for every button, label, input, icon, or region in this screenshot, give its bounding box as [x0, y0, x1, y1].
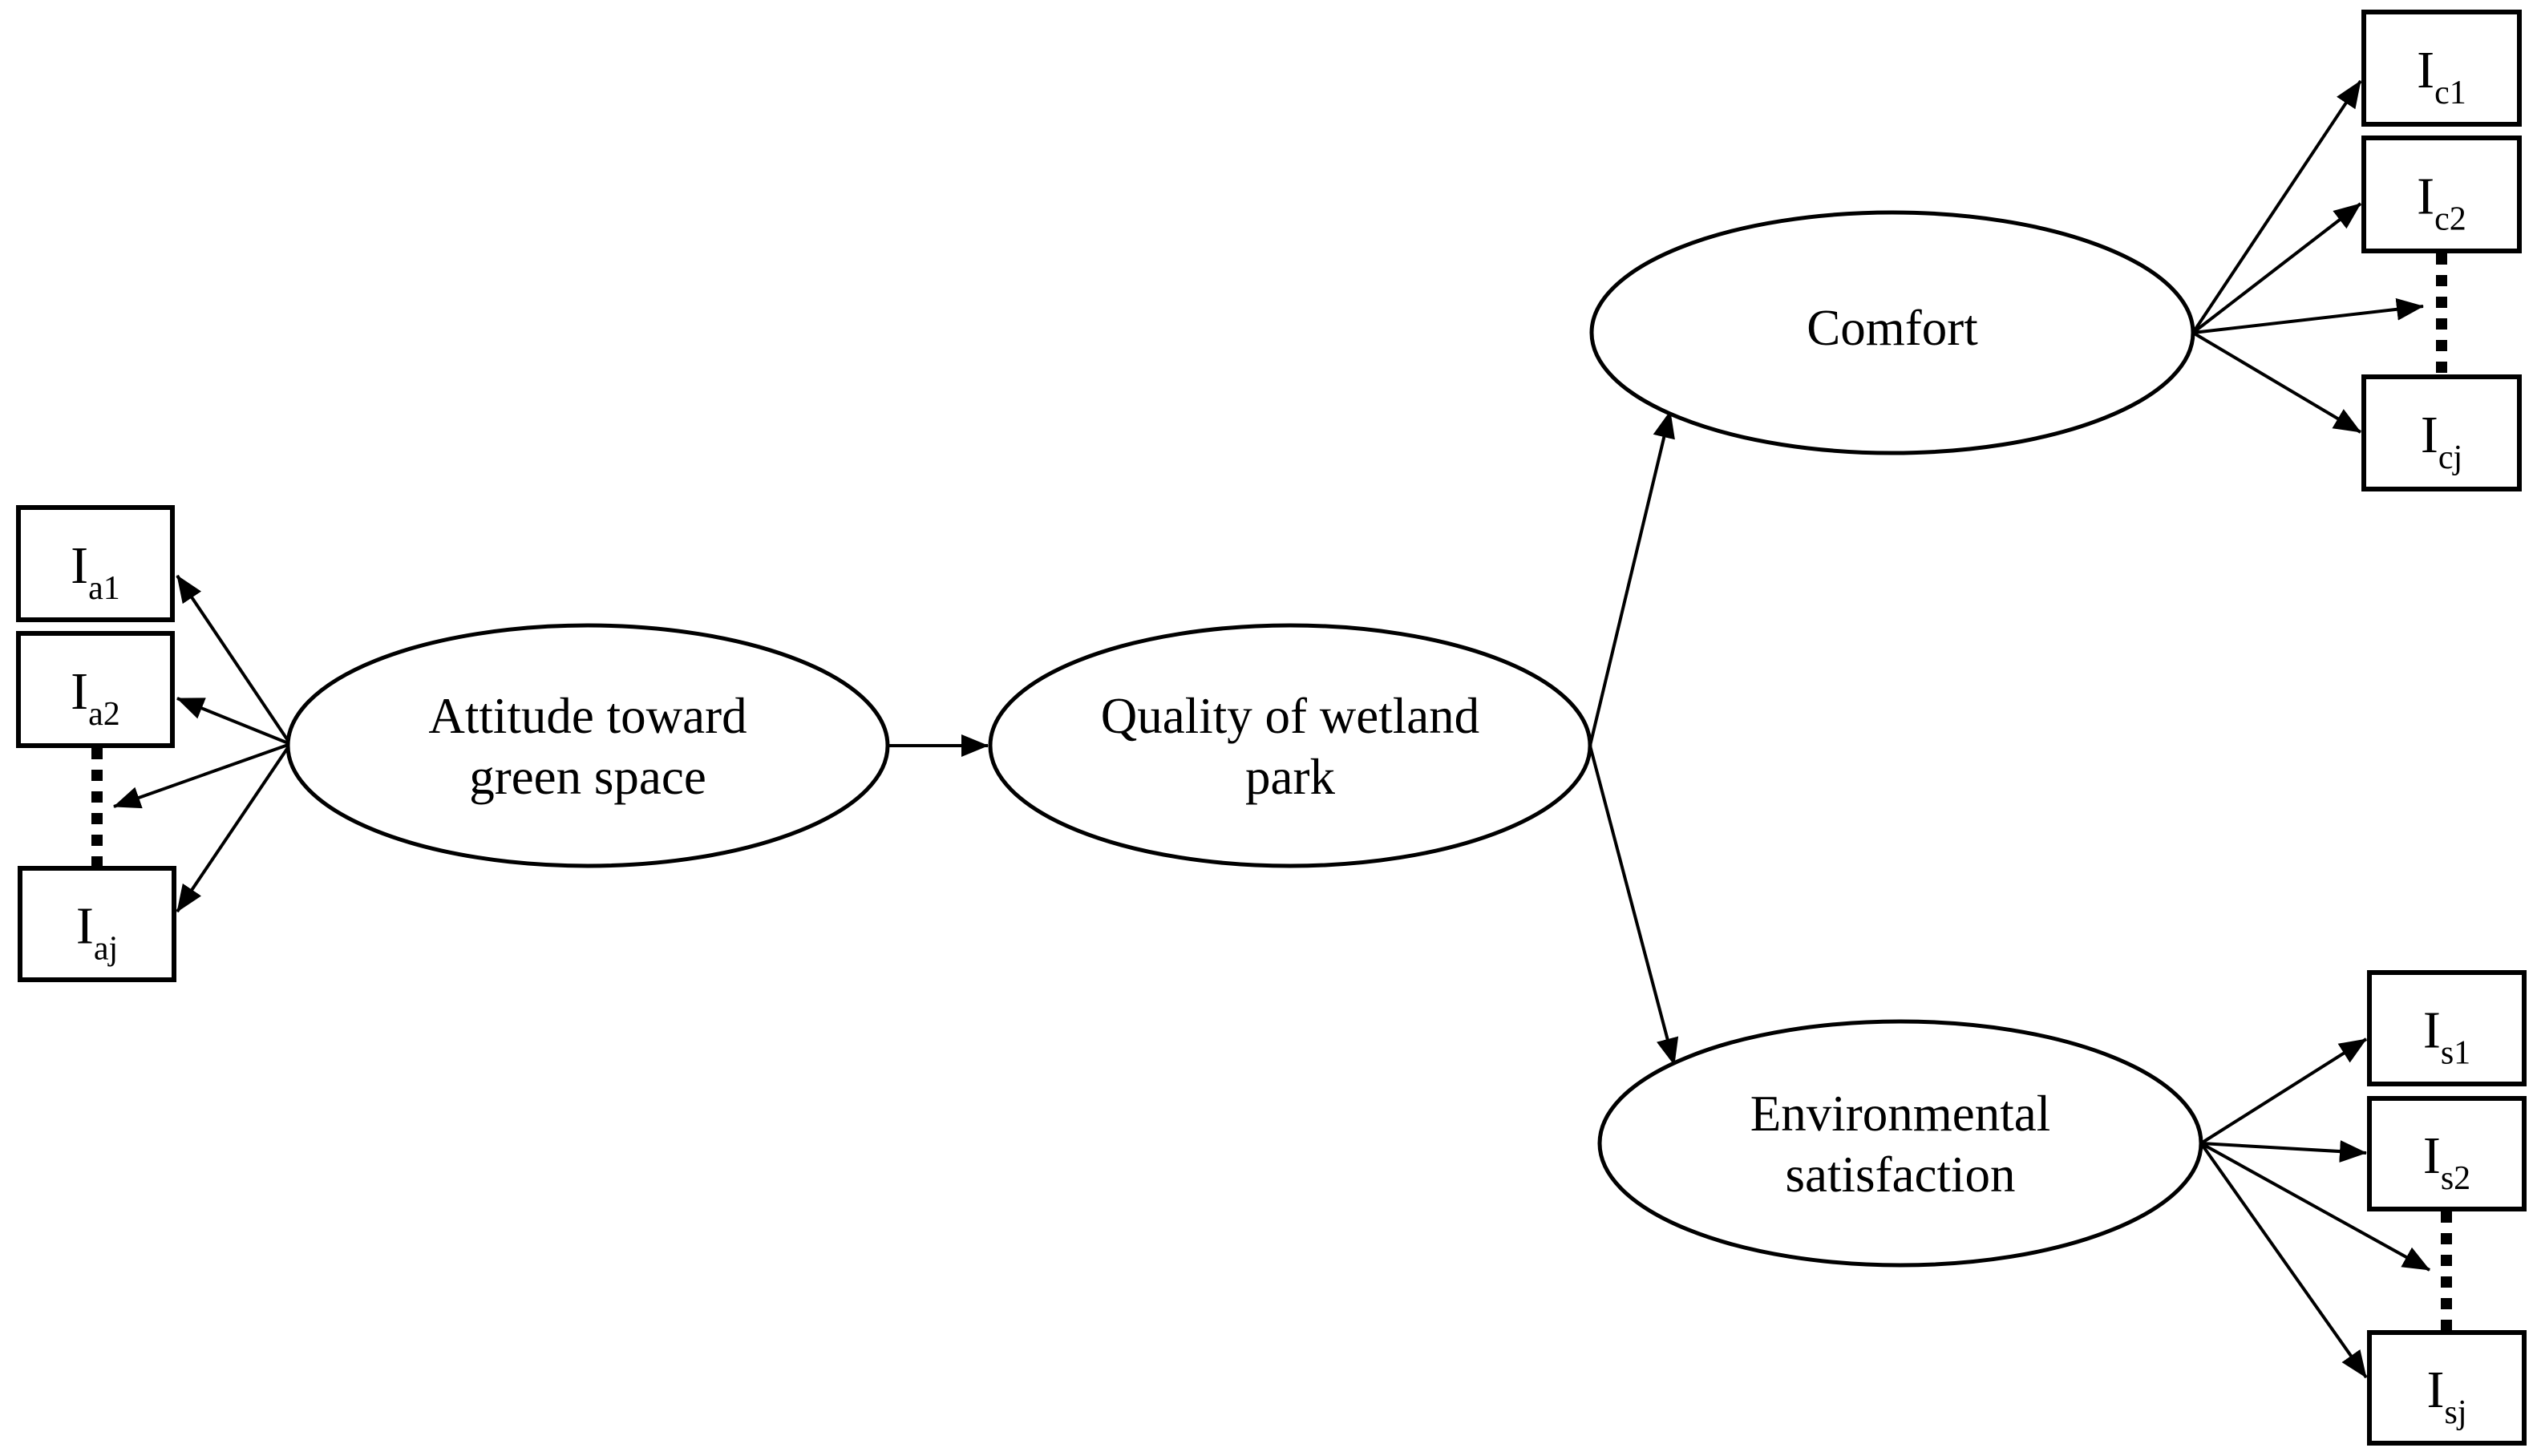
indicator-label-isj: Isj — [2427, 1361, 2467, 1431]
indicator-label-is1: Is1 — [2423, 1001, 2470, 1072]
indicator-icj: Icj — [2361, 374, 2522, 491]
arrow-quality-to-comfort — [1588, 411, 1675, 746]
arrow-satisfaction-to-is1 — [2199, 1037, 2368, 1145]
latent-ellipse-satisfaction — [1597, 1019, 2203, 1268]
indicator-is1: Is1 — [2367, 970, 2527, 1086]
arrow-comfort-to-icj — [2191, 331, 2362, 434]
indicator-label-ic1: Ic1 — [2417, 41, 2466, 111]
latent-ellipse-attitude — [285, 623, 890, 868]
arrow-quality-to-satisfaction — [1588, 745, 1679, 1066]
arrow-satisfaction-to-ellipsis-s — [2200, 1142, 2430, 1272]
latent-ellipse-quality — [988, 623, 1592, 868]
indicator-box-isj — [2367, 1330, 2527, 1446]
arrow-comfort-to-ellipsis-c — [2192, 297, 2424, 334]
indicator-is2: Is2 — [2367, 1096, 2527, 1211]
indicator-box-iaj — [18, 866, 176, 982]
indicator-ic1: Ic1 — [2361, 10, 2522, 127]
latent-label-comfort: Comfort — [1807, 300, 1978, 356]
indicator-label-iaj: Iaj — [76, 897, 118, 968]
indicator-ic2: Ic2 — [2361, 135, 2522, 253]
latent-ellipse-comfort — [1589, 210, 2195, 455]
arrow-attitude-to-ia2 — [176, 697, 291, 746]
indicator-box-ic2 — [2361, 135, 2522, 253]
indicator-label-ia1: Ia1 — [71, 536, 120, 607]
indicator-box-is1 — [2367, 970, 2527, 1086]
indicator-isj: Isj — [2367, 1330, 2527, 1446]
arrow-comfort-to-ic1 — [2191, 79, 2362, 334]
indicator-ia2: Ia2 — [16, 631, 175, 748]
arrow-satisfaction-to-is2 — [2200, 1140, 2367, 1163]
indicator-ia1: Ia1 — [16, 505, 175, 622]
indicator-box-ic1 — [2361, 10, 2522, 127]
arrow-comfort-to-ic2 — [2191, 202, 2362, 334]
indicator-box-icj — [2361, 374, 2522, 491]
indicator-label-icj: Icj — [2421, 406, 2462, 476]
arrow-attitude-to-ellipsis-a — [113, 742, 291, 809]
indicator-label-is2: Is2 — [2423, 1126, 2470, 1197]
indicator-label-ia2: Ia2 — [71, 662, 120, 733]
latent-comfort: Comfort — [1589, 210, 2195, 455]
indicator-label-ic2: Ic2 — [2417, 168, 2466, 238]
indicator-box-ia2 — [16, 631, 175, 748]
edges-layer — [113, 79, 2430, 1379]
indicator-box-ia1 — [16, 505, 175, 622]
indicator-box-is2 — [2367, 1096, 2527, 1211]
arrow-satisfaction-to-isj — [2199, 1142, 2368, 1379]
indicator-iaj: Iaj — [18, 866, 176, 982]
arrow-attitude-to-ia1 — [176, 574, 292, 746]
arrow-attitude-to-iaj — [176, 742, 292, 913]
